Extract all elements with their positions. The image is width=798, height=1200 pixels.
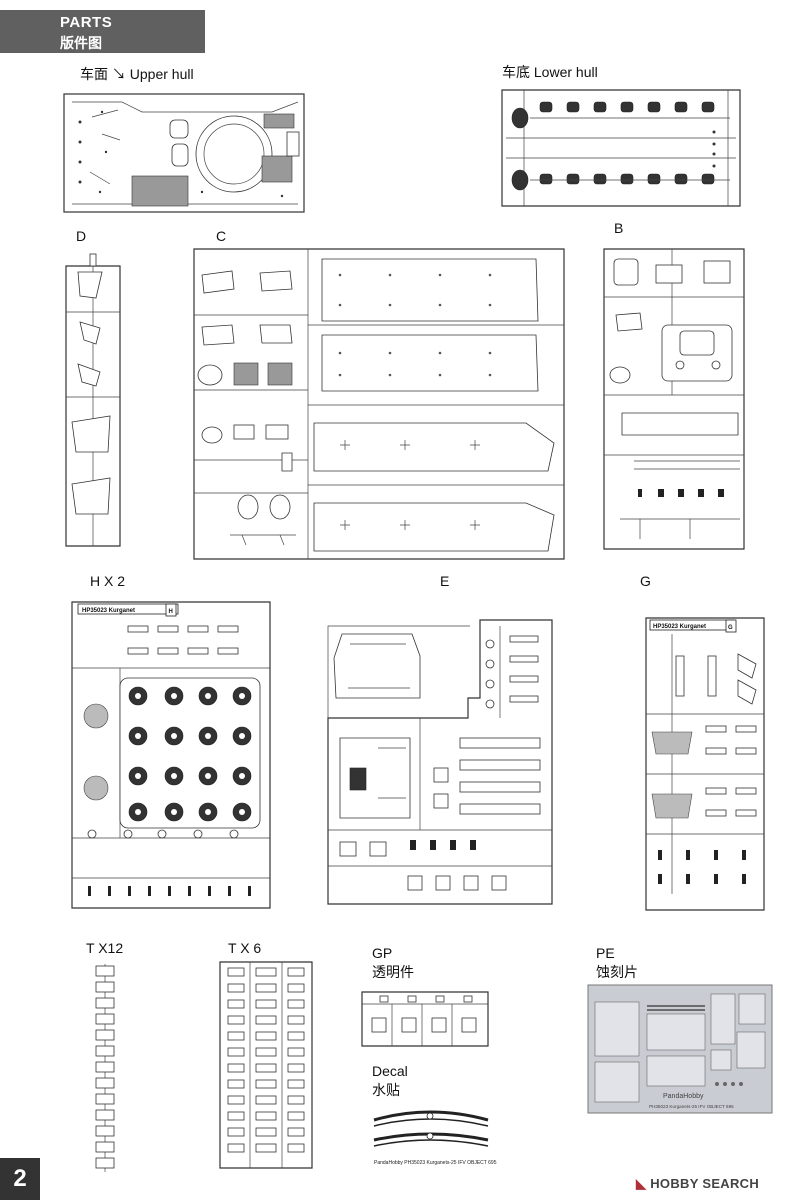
watermark-hobby: HOBBY [650, 1176, 699, 1191]
lower-hull-label: 车底 Lower hull [502, 64, 598, 80]
decal-sheet: PandaHobby PH35023 Kurganets-25 IFV OBJE… [373, 1110, 497, 1166]
sprue-g-diagram: HP35023 Kurganet G [645, 617, 765, 911]
sprue-h-tag: HP35023 Kurganet [82, 608, 135, 614]
sprue-g-label: G [640, 573, 651, 589]
pe-label: PE [596, 945, 615, 961]
hobbysearch-watermark: ◣ HOBBY SEARCH [636, 1176, 759, 1192]
sprue-e-diagram [327, 619, 553, 905]
sprue-b-label: B [614, 220, 624, 236]
sprue-c-diagram [193, 248, 565, 560]
parts-header: PARTS 版件图 [0, 10, 205, 53]
sprue-g-tag: HP35023 Kurganet [653, 624, 706, 630]
parts-title: PARTS [60, 14, 113, 31]
track-t12-diagram [95, 964, 115, 1172]
sprue-d-diagram [65, 253, 121, 547]
watermark-search: SEARCH [698, 1176, 760, 1191]
hobbysearch-logo-icon: ◣ [636, 1176, 647, 1191]
sprue-h-diagram: HP35023 Kurganet H [71, 601, 271, 909]
upper-hull-diagram [63, 93, 305, 213]
sprue-g-letter: G [728, 625, 733, 631]
lower-hull-diagram [501, 89, 741, 207]
gp-label-cn: 透明件 [372, 964, 414, 980]
parts-title-cn: 版件图 [60, 35, 102, 51]
page-number: 2 [0, 1158, 40, 1200]
pe-caption: PH35023 Kurganets-25 IFV OBJECT 695 [649, 1104, 734, 1109]
upper-hull-label: 车面 ↘ Upper hull [80, 66, 194, 82]
pe-brand: PandaHobby [663, 1093, 704, 1100]
sprue-b-diagram [603, 248, 745, 550]
sprue-h-label: H X 2 [90, 573, 126, 589]
gp-diagram [361, 991, 489, 1047]
sprue-c-label: C [216, 228, 227, 244]
decal-label-cn: 水贴 [372, 1082, 400, 1098]
track-t6-label: T X 6 [228, 940, 262, 956]
sprue-d-label: D [76, 228, 87, 244]
track-t12-label: T X12 [86, 940, 124, 956]
pe-fret: PandaHobby PH35023 Kurganets-25 IFV OBJE… [587, 984, 773, 1114]
sprue-h-letter: H [169, 609, 173, 615]
sprue-e-label: E [440, 573, 450, 589]
pe-label-cn: 蚀刻片 [596, 964, 638, 980]
gp-label: GP [372, 945, 393, 961]
decal-label: Decal [372, 1063, 408, 1079]
track-t6-diagram [219, 961, 313, 1169]
decal-caption: PandaHobby PH35023 Kurganets-25 IFV OBJE… [374, 1160, 497, 1166]
